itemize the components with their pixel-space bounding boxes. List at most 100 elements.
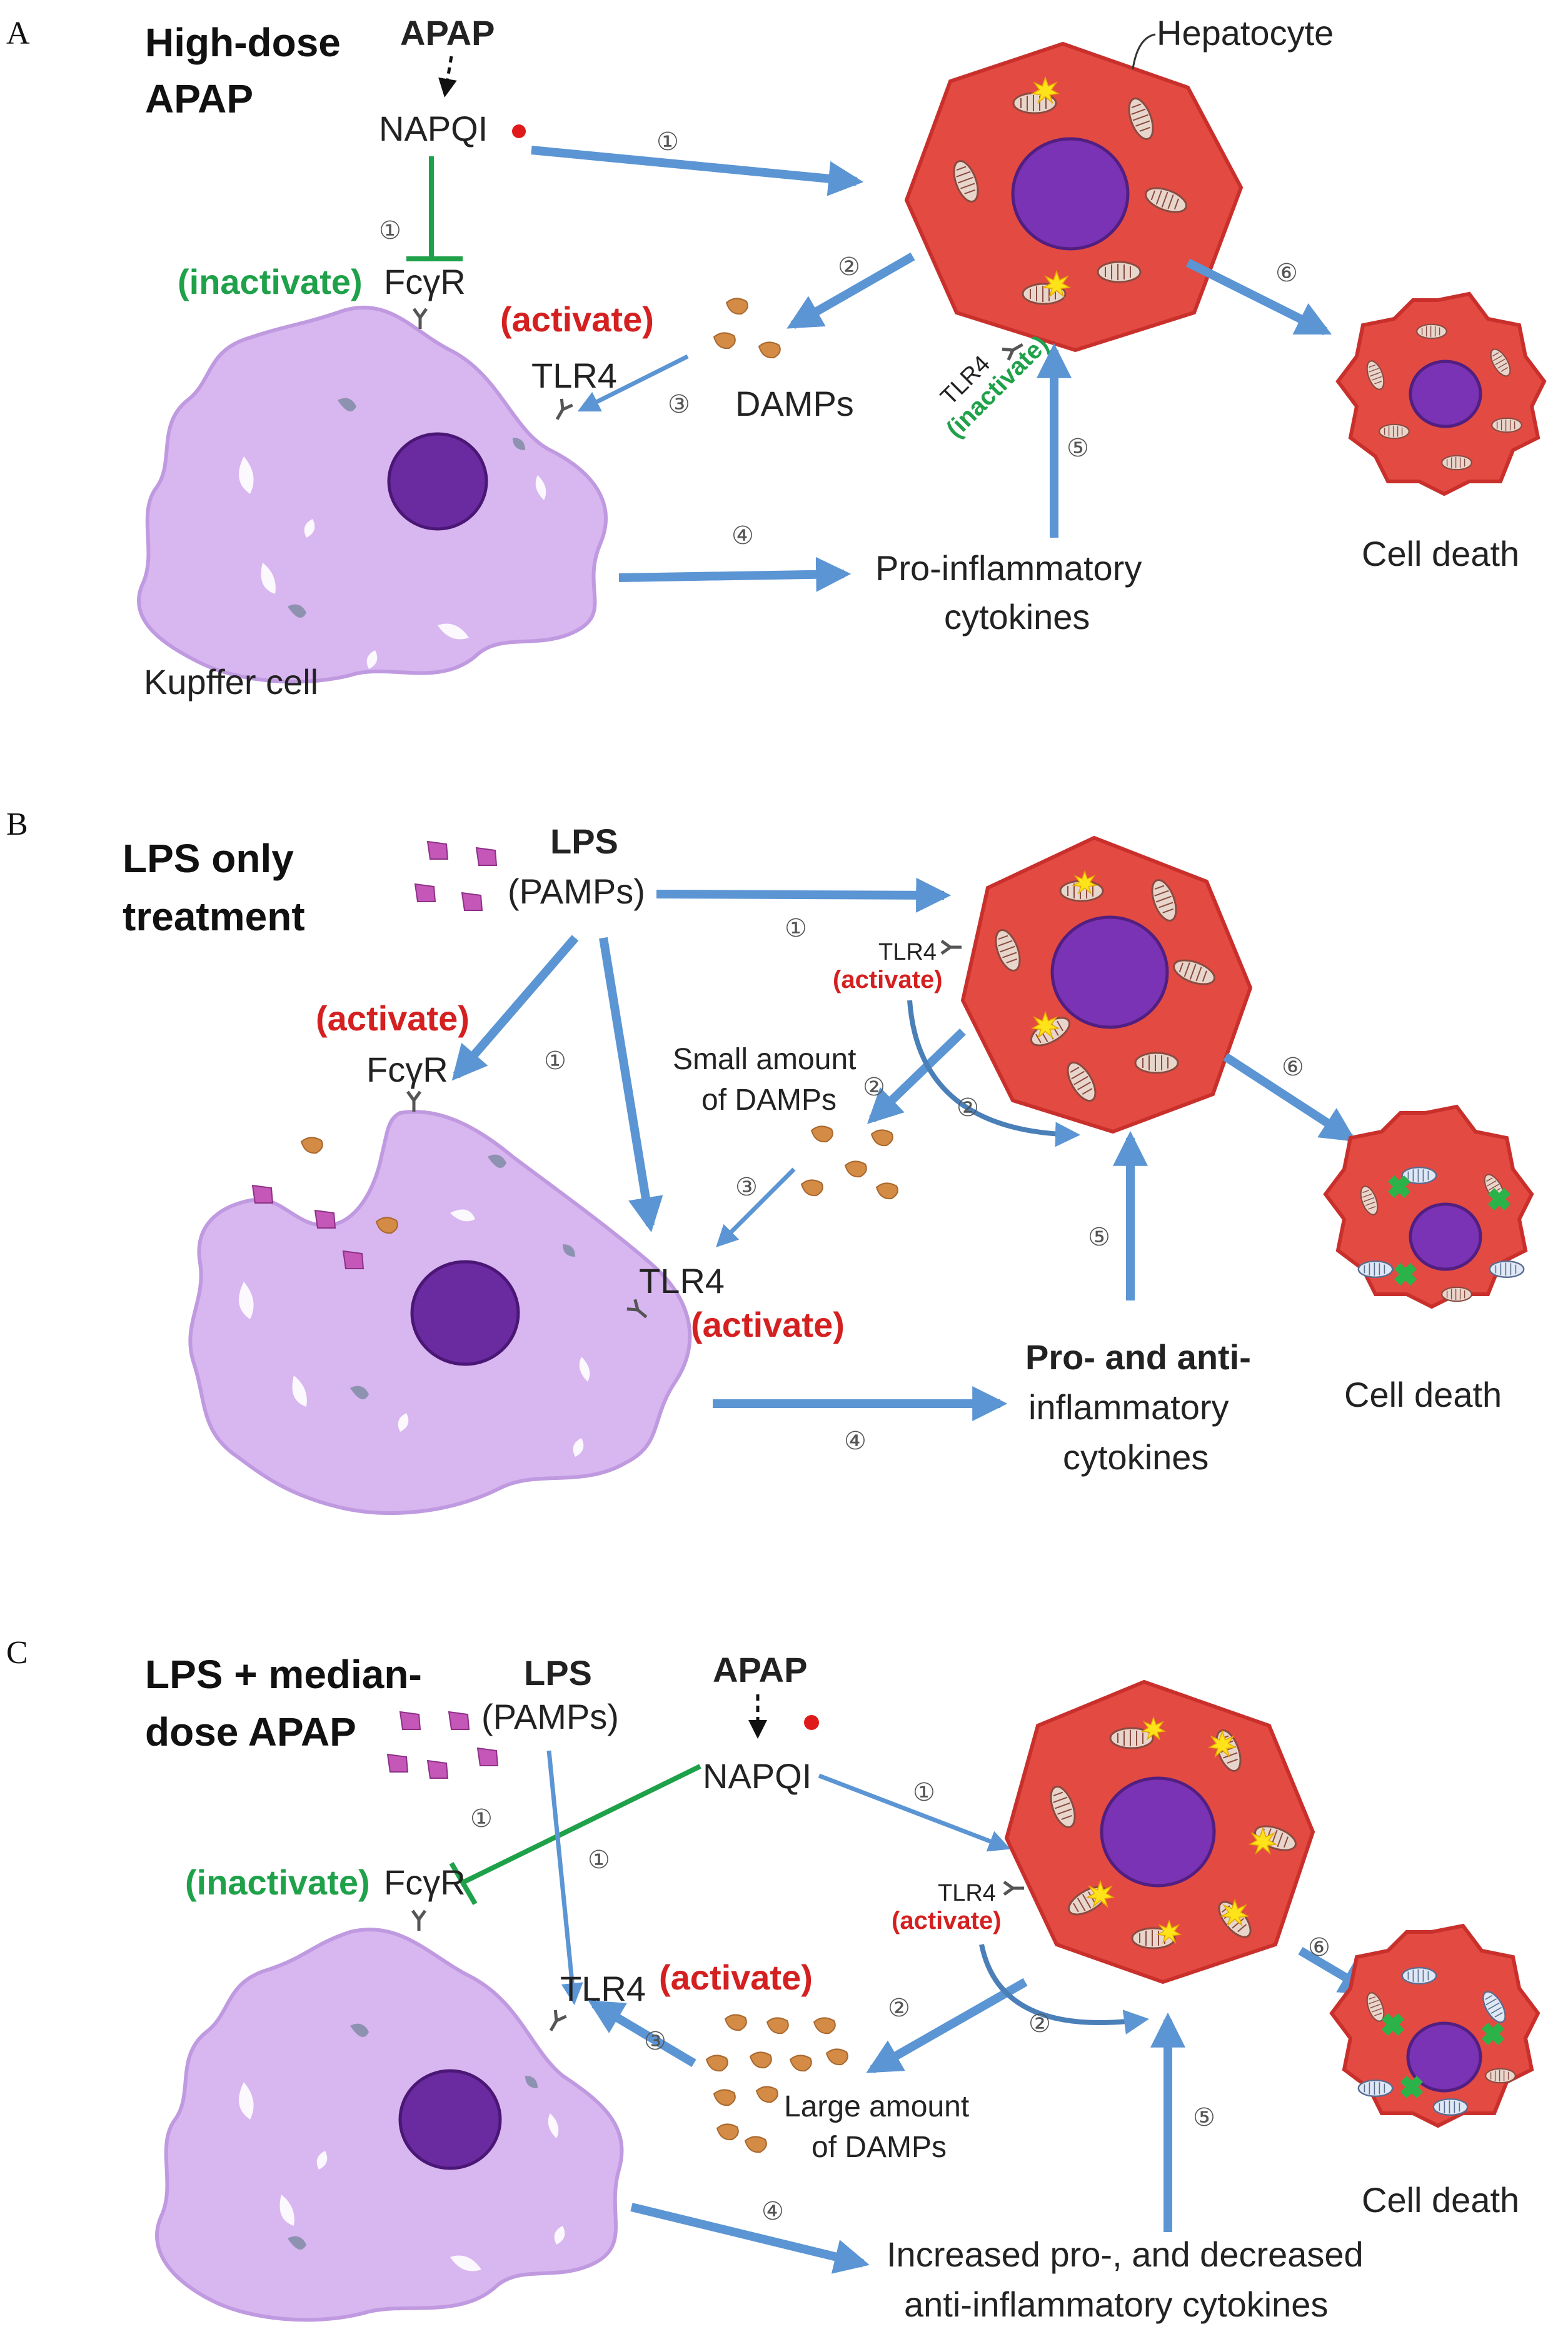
lps-icon — [476, 847, 497, 866]
panel-a-arrow-hepatocyte-damps — [787, 252, 915, 329]
panel-a-tlr4-receptor-icon — [551, 399, 572, 423]
panel-c-step-4: ④ — [761, 2198, 784, 2225]
panel-c-damps-line2: of DAMPs — [812, 2131, 947, 2164]
panel-c-step-1b: ① — [588, 1846, 610, 1874]
panel-b-hep-tlr4-state: (activate) — [833, 966, 943, 993]
panel-c-kupffer-cell — [155, 1928, 624, 2322]
panel-b-cytokines-line1: Pro- and anti- — [1025, 1337, 1251, 1377]
panel-b-step-1b: ① — [544, 1047, 566, 1075]
panel-b-dying-nucleus — [1409, 1202, 1482, 1271]
panel-b-step-1a: ① — [785, 915, 807, 942]
panel-c-step-5: ⑤ — [1193, 2104, 1215, 2131]
panel-b-step-3: ③ — [735, 1174, 758, 1201]
panel-c-hep-tlr4-state: (activate) — [892, 1907, 1002, 1934]
panel-c-title-line2: dose APAP — [145, 1709, 356, 1754]
panel-c-tlr4-state: (activate) — [659, 1958, 813, 1997]
panel-c-cytokines-line1: Increased pro-, and decreased — [887, 2235, 1364, 2274]
panel-c-step-2b: ② — [1028, 2010, 1051, 2038]
panel-b-fcyr-state: (activate) — [316, 998, 470, 1038]
panel-a-apap-label: APAP — [400, 13, 495, 53]
panel-b-fcyr-label: FcγR — [366, 1050, 448, 1089]
panel-c-hepatocyte-nucleus — [1100, 1776, 1216, 1888]
panel-c-apap-label: APAP — [713, 1650, 807, 1689]
panel-a-fcyr-label: FcγR — [384, 262, 466, 301]
damp-icon — [726, 298, 748, 315]
panel-a-arrow-kupffer-cytokines — [618, 556, 852, 592]
panel-c-step-2a: ② — [888, 1994, 910, 2022]
panel-a-kupffer-cell — [137, 305, 608, 684]
panel-a-kupffer-label: Kupffer cell — [144, 662, 318, 702]
panel-b-hep-tlr4-label: TLR4 — [878, 939, 937, 965]
panel-c-arrow-tlr4-hepatocyte — [979, 1944, 1149, 2035]
panel-a-cytokines-line1: Pro-inflammatory — [875, 548, 1142, 588]
panel-a-step-1a: ① — [656, 128, 679, 156]
panel-c-tlr4-receptor-icon — [545, 2010, 566, 2034]
panel-c-cell-death: Cell death — [1362, 2180, 1519, 2220]
panel-a-hepatocyte-label: Hepatocyte — [1157, 13, 1334, 53]
panel-a-step-4: ④ — [731, 522, 754, 550]
panel-a-title-line2: APAP — [145, 76, 253, 121]
panel-c-arrow-damps-tlr4 — [588, 1999, 696, 2068]
panel-a-step-6: ⑥ — [1275, 259, 1298, 287]
panel-a-napqi-label: NAPQI — [379, 109, 488, 148]
lps-icon — [415, 883, 436, 902]
panel-a-tlr4-state: (activate) — [500, 299, 654, 339]
panel-c-dying-nucleus — [1406, 2021, 1482, 2093]
panel-b-arrow-lps-hepatocyte — [656, 877, 952, 913]
panel-c-step-1c: ① — [470, 1805, 493, 1833]
panel-a-letter: A — [6, 16, 30, 51]
panel-b-cytokines-line3: cytokines — [1063, 1437, 1209, 1477]
panel-b-cell-death: Cell death — [1344, 1375, 1502, 1414]
panel-c-kupffer-nucleus — [398, 2069, 502, 2170]
panel-a-damps-label: DAMPs — [735, 384, 854, 423]
panel-b-step-6: ⑥ — [1282, 1054, 1304, 1081]
panel-b-damps-line2: of DAMPs — [701, 1084, 837, 1117]
panel-c-title-line1: LPS + median- — [145, 1652, 422, 1697]
panel-c-tlr4-label: TLR4 — [560, 1969, 646, 2008]
panel-c: C LPS + median- dose APAP LPS (PAMPs) AP… — [6, 1635, 1540, 2324]
panel-c-letter: C — [6, 1635, 28, 1671]
panel-c-arrow-kupffer-cytokines — [630, 2203, 870, 2274]
panel-b-damps-line1: Small amount — [673, 1043, 856, 1076]
panel-b: B LPS only treatment LPS (PAMPs) ① ① — [6, 807, 1534, 1515]
panel-b-letter: B — [6, 807, 28, 842]
panel-a-cell-death: Cell death — [1362, 534, 1519, 573]
panel-a-cytokines-line2: cytokines — [944, 597, 1090, 636]
napqi-molecule-icon — [512, 124, 526, 138]
panel-a-step-3: ③ — [668, 391, 690, 418]
panel-b-fcyr-receptor-icon — [408, 1092, 420, 1112]
panel-b-cytokines-line2: inflammatory — [1028, 1387, 1229, 1427]
panel-a-arrow-napqi-hepatocyte — [531, 146, 864, 196]
panel-b-arrow-damps-tlr4 — [716, 1167, 796, 1247]
lps-icon — [461, 892, 483, 911]
panel-b-arrow-lps-tlr4 — [599, 937, 663, 1233]
panel-b-lps-label: LPS — [550, 822, 618, 861]
damp-icon — [758, 341, 781, 359]
panel-b-arrow-lps-fcyr — [451, 935, 579, 1081]
panel-c-inhibit-fcyr — [463, 1764, 701, 1884]
x-mark-icon — [1388, 1175, 1510, 1285]
panel-a-step-2: ② — [838, 253, 860, 281]
panel-c-fcyr-label: FcγR — [384, 1863, 466, 1902]
panel-b-hepatocyte-nucleus — [1050, 915, 1169, 1029]
panel-c-arrow-napqi-hepatocyte — [818, 1773, 1011, 1852]
panel-b-step-4: ④ — [844, 1427, 867, 1455]
panel-a: A High-dose APAP APAP NAPQI ① ① Kupffer … — [6, 13, 1547, 702]
panel-b-arrow-tlr4-hepatocyte — [907, 1000, 1080, 1147]
panel-b-arrow-hepatocyte-damps — [867, 1028, 966, 1124]
panel-b-step-2a: ② — [863, 1074, 885, 1101]
panel-c-damps-line1: Large amount — [784, 2090, 969, 2123]
damp-icon — [713, 332, 736, 350]
panel-b-pamps-label: (PAMPs) — [508, 872, 645, 911]
panel-b-kupffer-nucleus — [410, 1260, 520, 1366]
panel-a-step-5: ⑤ — [1067, 435, 1089, 462]
panel-b-tlr4-state: (activate) — [691, 1305, 845, 1344]
panel-a-arrow-damps-tlr4 — [577, 354, 689, 412]
panel-a-title-line1: High-dose — [145, 20, 341, 65]
panel-b-title-line1: LPS only — [123, 836, 294, 881]
panel-a-kupffer-nucleus — [387, 432, 488, 531]
panel-b-tlr4-label: TLR4 — [639, 1261, 725, 1300]
x-mark-icon — [1382, 2013, 1504, 2098]
napqi-molecule-icon — [804, 1715, 819, 1730]
